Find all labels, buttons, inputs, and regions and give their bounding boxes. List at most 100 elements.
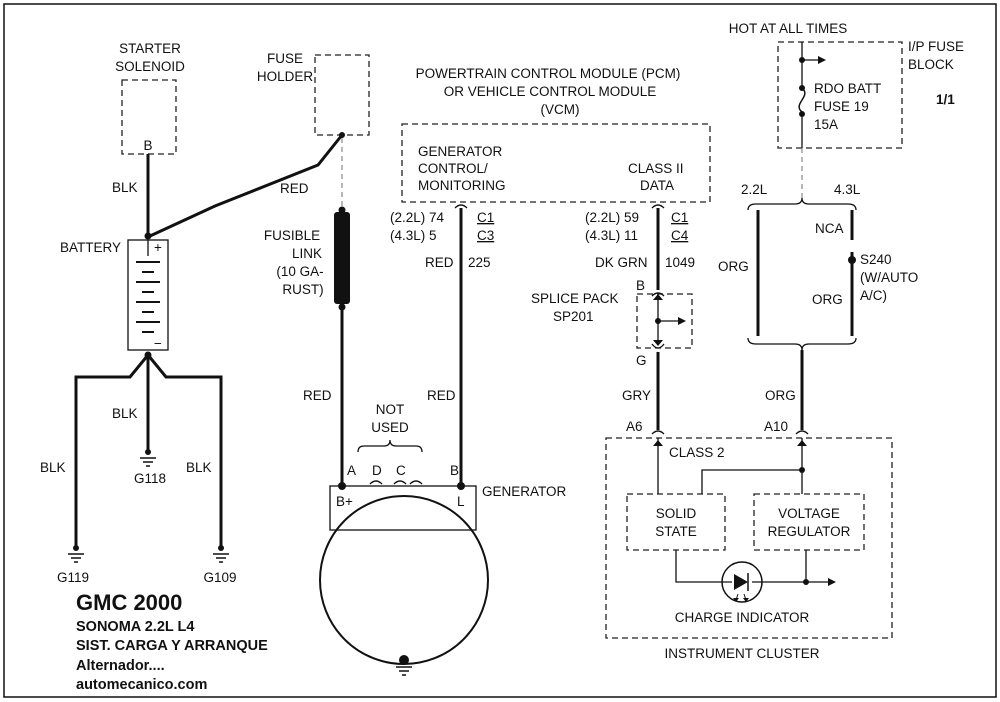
wire-label-blk-g118: BLK — [112, 406, 138, 421]
battery-label: BATTERY — [60, 240, 121, 255]
generator-terminal-d: D — [372, 463, 382, 478]
wire-label-blk-g119: BLK — [40, 460, 66, 475]
charge-indicator-label: CHARGE INDICATOR — [675, 610, 810, 625]
starter-solenoid-terminal: B — [143, 138, 152, 153]
pcm-title-2: OR VEHICLE CONTROL MODULE — [444, 84, 657, 99]
caption-line-2: SIST. CARGA Y ARRANQUE — [76, 638, 268, 654]
s240-label-1: S240 — [860, 252, 892, 267]
pcm-gen-control-1: GENERATOR — [418, 144, 503, 159]
wire-label-red-fuse: RED — [280, 181, 309, 196]
pcm-title-3: (VCM) — [541, 102, 580, 117]
fuse-label-1: RDO BATT — [814, 81, 881, 96]
variant-label-43: 4.3L — [834, 182, 861, 197]
battery-minus: − — [154, 336, 162, 351]
ground-symbol-g109: G109 — [203, 545, 237, 585]
ground-label-g109: G109 — [203, 570, 236, 585]
pcm-class2-2: DATA — [640, 178, 674, 193]
wire-label-org-right: ORG — [812, 292, 843, 307]
caption-site: automecanico.com — [76, 677, 207, 693]
not-used-label-1: NOT — [376, 402, 405, 417]
wire-label-red-l: RED — [427, 388, 456, 403]
pcm-data-pin-22: (2.2L) 59 — [585, 210, 639, 225]
pcm-gen-conn-43: C3 — [477, 228, 494, 243]
splice-pack-label-2: SP201 — [553, 309, 594, 324]
generator-label: GENERATOR — [482, 484, 567, 499]
fusible-link-label-3: (10 GA- — [276, 264, 323, 279]
wire-label-nca: NCA — [815, 221, 844, 236]
pcm-title-1: POWERTRAIN CONTROL MODULE (PCM) — [416, 66, 681, 81]
caption-line-1: SONOMA 2.2L L4 — [76, 619, 194, 635]
page-marker: 1/1 — [936, 92, 955, 107]
fuse-holder-label-2: HOLDER — [257, 69, 314, 84]
ground-symbol-g119: G119 — [57, 545, 89, 585]
battery-plus: + — [154, 240, 162, 255]
pcm-module: POWERTRAIN CONTROL MODULE (PCM) OR VEHIC… — [401, 66, 711, 203]
instrument-cluster-label: INSTRUMENT CLUSTER — [664, 646, 819, 661]
diagram-border — [3, 3, 997, 698]
wire-label-org-bottom: ORG — [765, 388, 796, 403]
pcm-data-pin-43: (4.3L) 11 — [585, 228, 638, 243]
cluster-class2-label: CLASS 2 — [669, 445, 725, 460]
cluster-pin-a6: A6 — [626, 419, 643, 434]
splice-s240: S240 (W/AUTO A/C) — [848, 252, 918, 303]
fusible-link: FUSIBLE LINK (10 GA- RUST) — [264, 206, 350, 311]
fusible-link-label-4: RUST) — [282, 282, 323, 297]
splice-pack-label-1: SPLICE PACK — [531, 291, 619, 306]
solid-state-label-1: SOLID — [656, 506, 697, 521]
not-used-label-2: USED — [371, 420, 409, 435]
wire-label-circuit-225: 225 — [468, 255, 491, 270]
wire-label-red-225: RED — [425, 255, 454, 270]
starter-solenoid: STARTER SOLENOID B — [115, 41, 185, 155]
cluster-pin-a10: A10 — [764, 419, 788, 434]
caption-line-3: Alternador.... — [76, 658, 165, 674]
fuse-block-label-2: BLOCK — [908, 57, 954, 72]
wire-label-circuit-1049: 1049 — [665, 255, 695, 270]
fuse-label-3: 15A — [814, 117, 838, 132]
pcm-gen-control-2: CONTROL/ — [418, 161, 488, 176]
ip-fuse-block: I/P FUSE BLOCK RDO BATT FUSE 19 15A — [777, 39, 964, 149]
generator-terminal-b-plus: B+ — [336, 494, 353, 509]
caption-block: GMC 2000 SONOMA 2.2L L4 SIST. CARGA Y AR… — [76, 590, 268, 693]
pcm-class2-1: CLASS II — [628, 161, 684, 176]
generator: NOT USED A D C B B+ L GENERATOR — [319, 402, 567, 676]
ground-label-g119: G119 — [57, 570, 89, 585]
starter-solenoid-label-2: SOLENOID — [115, 59, 185, 74]
pcm-data-conn-43: C4 — [671, 228, 689, 243]
splice-pack-pin-g: G — [636, 353, 647, 368]
starter-solenoid-label-1: STARTER — [119, 41, 181, 56]
generator-terminal-c: C — [396, 463, 406, 478]
fuse-block-label-1: I/P FUSE — [908, 39, 964, 54]
charge-indicator-led-icon — [721, 561, 763, 603]
solid-state-label-2: STATE — [655, 524, 697, 539]
ground-label-g118: G118 — [134, 471, 166, 486]
fuse-holder-label-1: FUSE — [267, 51, 303, 66]
caption-title: GMC 2000 — [76, 590, 182, 615]
pcm-data-conn-22: C1 — [671, 210, 688, 225]
voltage-regulator-label-1: VOLTAGE — [778, 506, 840, 521]
pcm-gen-pin-43: (4.3L) 5 — [390, 228, 437, 243]
ground-symbol-g118: G118 — [134, 449, 166, 486]
instrument-cluster: A6 A10 CLASS 2 SOLID STATE VOLTAGE REGUL… — [605, 419, 893, 661]
fuse-holder: FUSE HOLDER — [257, 51, 370, 138]
wire-label-blk-solenoid: BLK — [112, 180, 138, 195]
wire-label-org-left: ORG — [718, 259, 749, 274]
generator-terminal-b: B — [450, 463, 459, 478]
pcm-gen-conn-22: C1 — [477, 210, 494, 225]
pcm-gen-control-3: MONITORING — [418, 178, 506, 193]
battery: BATTERY + − — [60, 232, 169, 359]
fuse-label-2: FUSE 19 — [814, 99, 869, 114]
wire-label-gry: GRY — [622, 388, 651, 403]
pcm-gen-pin-22: (2.2L) 74 — [390, 210, 445, 225]
wire-label-blk-g109: BLK — [186, 460, 212, 475]
voltage-regulator-label-2: REGULATOR — [768, 524, 851, 539]
s240-label-2: (W/AUTO — [860, 270, 918, 285]
splice-pack-pin-b: B — [636, 278, 645, 293]
generator-terminal-a: A — [347, 463, 356, 478]
variant-label-22: 2.2L — [741, 182, 768, 197]
hot-at-all-times-label: HOT AT ALL TIMES — [729, 21, 848, 36]
fusible-link-label-1: FUSIBLE — [264, 228, 320, 243]
splice-pack-sp201: SPLICE PACK SP201 B G — [531, 278, 693, 368]
s240-label-3: A/C) — [860, 288, 887, 303]
generator-terminal-l: L — [457, 494, 465, 509]
